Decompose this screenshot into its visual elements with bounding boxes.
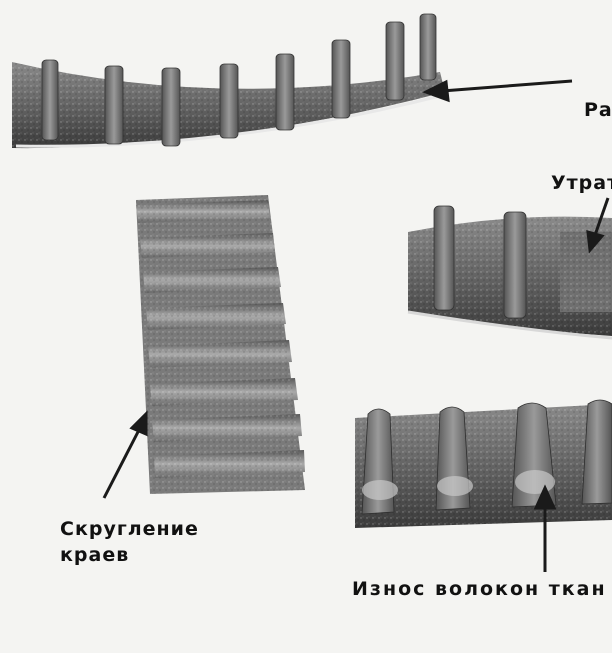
belt-middle-right bbox=[407, 205, 612, 340]
belt-left-segment bbox=[136, 195, 305, 494]
arrow-icon bbox=[422, 79, 573, 103]
arrow-icon bbox=[586, 197, 610, 254]
label-edge-rounding-line2: краев bbox=[60, 544, 130, 566]
arrow-icon bbox=[102, 410, 148, 499]
label-edge-rounding-line1: Скругление bbox=[60, 518, 199, 540]
arrow-icon bbox=[533, 484, 557, 572]
label-fabric-wear: Износ волокон ткан bbox=[352, 578, 607, 600]
label-edge-rounding: Скругление краев bbox=[60, 516, 199, 568]
label-top-right: Ра bbox=[584, 99, 612, 121]
label-mid-right: Утрат bbox=[551, 172, 612, 194]
belt-bottom-right bbox=[355, 399, 612, 528]
belt-top bbox=[12, 13, 445, 149]
